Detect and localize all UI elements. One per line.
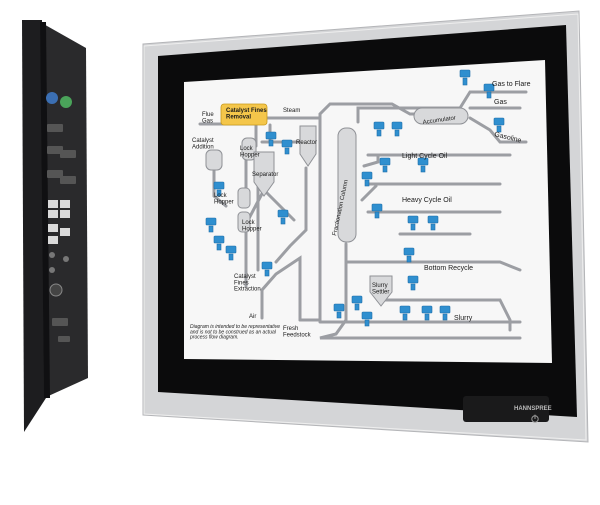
power-icon[interactable] — [531, 414, 539, 423]
valve-icon[interactable] — [213, 181, 225, 197]
serial-port — [60, 176, 76, 184]
lan-port — [60, 228, 70, 236]
serial-port — [47, 170, 63, 178]
serial-port — [47, 124, 63, 132]
audio-jack — [63, 256, 69, 262]
valve-icon[interactable] — [399, 305, 411, 321]
usb-port — [48, 210, 58, 218]
valve-icon[interactable] — [333, 303, 345, 319]
valve-icon[interactable] — [225, 245, 237, 261]
label-gas-to-flare: Gas to Flare — [492, 81, 531, 88]
io-panel-shadow — [40, 22, 50, 398]
usb-port — [48, 236, 58, 244]
label-separator: Separator — [252, 172, 278, 178]
usb-port — [60, 200, 70, 208]
ps2-port-green — [60, 96, 72, 108]
audio-jack — [49, 267, 55, 273]
label-bottom-recycle: Bottom Recycle — [424, 265, 473, 272]
label-reactor: Reactor — [296, 140, 317, 146]
logo-panel — [463, 396, 549, 422]
valve-icon[interactable] — [493, 117, 505, 133]
valve-icon[interactable] — [371, 203, 383, 219]
label-accumulator: Accumulator — [422, 115, 456, 126]
separator-vessel — [253, 151, 275, 197]
valve-icon[interactable] — [265, 131, 277, 147]
valve-icon[interactable] — [213, 235, 225, 251]
diagram-disclaimer: Diagram is intended to be representative… — [189, 324, 280, 341]
serial-port — [60, 150, 76, 158]
valve-icon[interactable] — [427, 215, 439, 231]
label-slurry: Slurry — [454, 315, 473, 322]
usb-port — [60, 210, 70, 218]
fractionation-column-vessel — [337, 127, 357, 243]
valve-icon[interactable] — [421, 305, 433, 321]
label-air: Air — [249, 314, 256, 320]
audio-jack — [49, 252, 55, 258]
label-steam: Steam — [283, 108, 300, 114]
label-gas: Gas — [494, 99, 507, 106]
catalyst-fines-removal-badge — [220, 103, 268, 126]
ps2-port-blue — [46, 92, 58, 104]
reactor-vessel — [299, 125, 317, 167]
valve-icon[interactable] — [361, 311, 373, 327]
usb-port — [48, 200, 58, 208]
valve-icon[interactable] — [459, 69, 471, 86]
label-heavy-cycle-oil: Heavy Cycle Oil — [402, 197, 452, 204]
terminal-block — [58, 336, 70, 342]
valve-group — [205, 69, 505, 327]
valve-icon[interactable] — [439, 305, 451, 321]
valve-icon[interactable] — [379, 157, 391, 173]
valve-icon[interactable] — [277, 209, 289, 225]
valve-icon[interactable] — [483, 83, 495, 99]
valve-icon[interactable] — [205, 217, 217, 233]
accumulator-vessel — [413, 107, 469, 125]
bezel-highlight — [143, 13, 587, 441]
serial-port — [52, 318, 68, 326]
valve-icon[interactable] — [391, 121, 403, 137]
valve-icon[interactable] — [361, 171, 373, 187]
valve-icon[interactable] — [373, 121, 385, 137]
lock-hopper-vessel — [241, 137, 257, 161]
valve-icon[interactable] — [417, 157, 429, 173]
brand-logo: HANNSPREE — [514, 406, 552, 412]
valve-icon[interactable] — [407, 275, 419, 291]
usb-port — [48, 224, 58, 232]
lock-hopper-vessel — [237, 187, 251, 209]
valve-icon[interactable] — [281, 139, 293, 155]
valve-icon[interactable] — [407, 215, 419, 231]
slurry-settler-vessel — [369, 275, 393, 307]
catalyst-addition-vessel — [205, 149, 223, 171]
valve-icon[interactable] — [403, 247, 415, 263]
vessels — [205, 107, 469, 307]
side-chassis-edge — [22, 20, 46, 432]
dc-in-jack — [49, 283, 63, 297]
pipe-network — [198, 90, 528, 340]
valve-icon[interactable] — [261, 261, 273, 277]
label-light-cycle-oil: Light Cycle Oil — [402, 153, 448, 160]
lock-hopper-vessel — [237, 211, 251, 233]
valve-icon[interactable] — [351, 295, 363, 311]
serial-port — [47, 146, 63, 154]
